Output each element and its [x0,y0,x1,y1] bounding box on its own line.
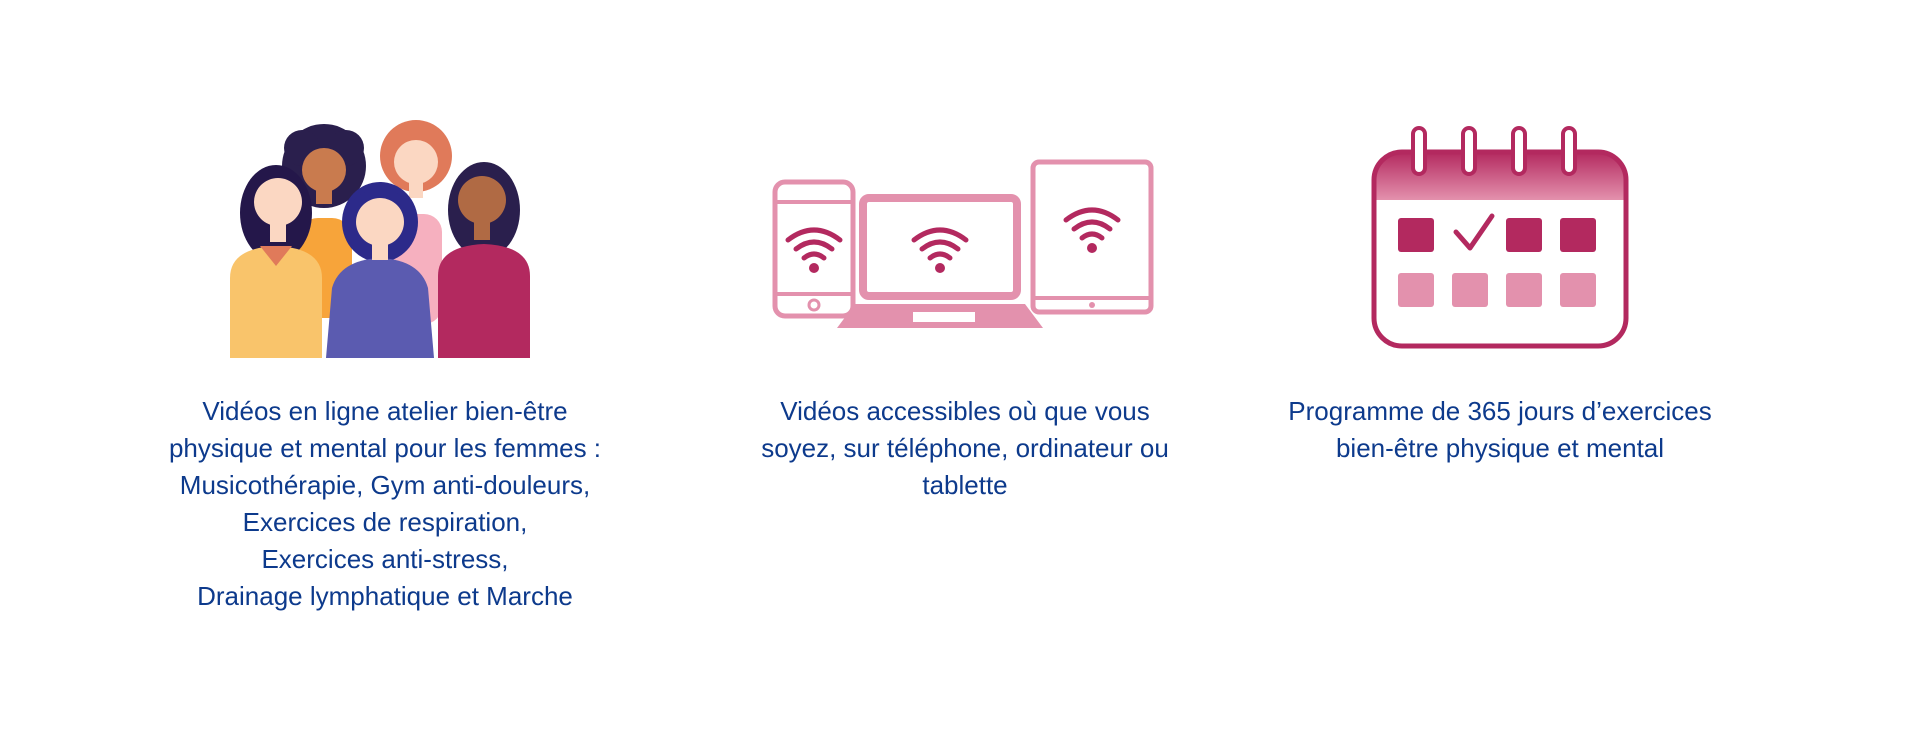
feature-365-days-program: Programme de 365 jours d’exercices bien-… [1240,0,1760,749]
women-group-illustration [125,118,645,358]
feature-caption: Vidéos accessibles où que vous soyez, su… [705,393,1225,504]
caption-line: tablette [922,470,1008,500]
caption-line: Drainage lymphatique et Marche [197,581,573,611]
caption-line: bien-être physique et mental [1335,433,1665,463]
devices-illustration [705,118,1225,358]
caption-line: Vidéos en ligne atelier bien-être [202,396,568,426]
caption-line: Exercices anti-stress, [261,544,509,574]
calendar-check-icon [1371,126,1629,349]
caption-line: soyez, sur téléphone, ordinateur ou [761,433,1169,463]
caption-line: Musicothérapie, Gym anti-douleurs, [179,470,591,500]
feature-caption: Vidéos en ligne atelier bien-être physiq… [125,393,645,615]
devices-wifi-icon [772,159,1154,328]
caption-line: Exercices de respiration, [242,507,528,537]
calendar-illustration [1240,118,1760,358]
feature-caption: Programme de 365 jours d’exercices bien-… [1240,393,1760,467]
feature-women-workshops: Vidéos en ligne atelier bien-être physiq… [125,0,645,749]
women-group-icon [230,120,530,358]
feature-accessible-devices: Vidéos accessibles où que vous soyez, su… [705,0,1225,749]
caption-line: physique et mental pour les femmes : [168,433,602,463]
caption-line: Programme de 365 jours d’exercices [1288,396,1712,426]
caption-line: Vidéos accessibles où que vous [780,396,1150,426]
